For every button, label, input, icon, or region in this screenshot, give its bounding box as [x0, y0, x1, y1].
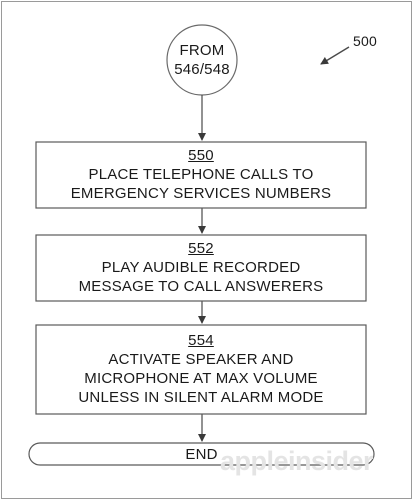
- end-terminator: [28, 442, 375, 466]
- step-552-ref: 552: [188, 240, 214, 257]
- step-552-box: [35, 234, 367, 302]
- step-552-line-2: MESSAGE TO CALL ANSWERERS: [78, 278, 324, 295]
- step-554-box: [35, 324, 367, 415]
- start-connector-text: FROM 546/548: [162, 41, 242, 79]
- step-550-ref: 550: [188, 147, 214, 164]
- step-554-text: 554 ACTIVATE SPEAKER AND MICROPHONE AT M…: [36, 331, 366, 407]
- step-554-line-2: MICROPHONE AT MAX VOLUME: [84, 370, 318, 387]
- watermark-text: appleinsider: [220, 446, 374, 476]
- end-label: END: [185, 446, 218, 463]
- start-line-2: 546/548: [174, 61, 230, 78]
- step-552-line-1: PLAY AUDIBLE RECORDED: [101, 259, 301, 276]
- step-550-text: 550 PLACE TELEPHONE CALLS TO EMERGENCY S…: [36, 146, 366, 203]
- step-552-text: 552 PLAY AUDIBLE RECORDED MESSAGE TO CAL…: [36, 239, 366, 296]
- figure-reference-arrow: [320, 46, 350, 65]
- step-554-line-1: ACTIVATE SPEAKER AND: [108, 351, 294, 368]
- step-554-line-3: UNLESS IN SILENT ALARM MODE: [78, 389, 324, 406]
- step-550-box: [35, 141, 367, 209]
- step-550-line-1: PLACE TELEPHONE CALLS TO: [88, 166, 314, 183]
- step-554-ref: 554: [188, 332, 214, 349]
- step-550-line-2: EMERGENCY SERVICES NUMBERS: [70, 185, 332, 202]
- figure-number: 500: [353, 33, 377, 49]
- start-line-1: FROM: [179, 42, 225, 59]
